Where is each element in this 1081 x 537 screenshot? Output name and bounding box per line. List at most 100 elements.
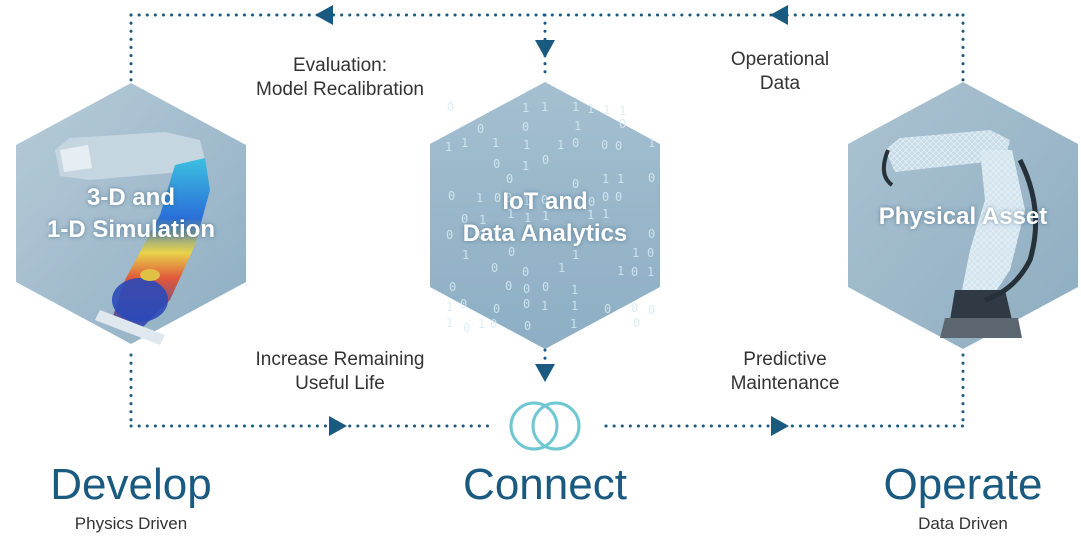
stage-title-connect: Connect — [463, 460, 627, 509]
binary-digit: 0 — [631, 301, 638, 315]
binary-digit: 0 — [542, 280, 549, 294]
binary-digit: 1 — [619, 104, 626, 118]
binary-digit: 1 — [446, 316, 453, 330]
binary-digit: 0 — [619, 117, 626, 131]
binary-data-stream-image: 0100011101000110110010000011001011110000… — [445, 100, 655, 335]
binary-digit: 0 — [493, 157, 500, 171]
binary-digit: 0 — [541, 193, 548, 207]
binary-digit: 0 — [648, 171, 655, 185]
binary-digit: 0 — [615, 190, 622, 204]
arrow-left-icon — [770, 5, 788, 25]
binary-digit: 1 — [603, 103, 610, 117]
binary-digit: 0 — [523, 297, 530, 311]
binary-digit: 1 — [557, 138, 564, 152]
arrow-down-icon — [535, 364, 555, 382]
binary-digit: 0 — [615, 139, 622, 153]
arrow-left-icon — [315, 5, 333, 25]
binary-digit: 1 — [572, 100, 579, 114]
robot-arm-wireframe-image — [881, 130, 1039, 338]
binary-digit: 0 — [523, 282, 530, 296]
binary-digit: 1 — [446, 300, 453, 314]
binary-digit: 1 — [632, 246, 639, 260]
binary-digit: 0 — [572, 177, 579, 191]
binary-digit: 0 — [647, 246, 654, 260]
hexagon-title-physical-asset: Physical Asset — [878, 203, 1048, 230]
binary-digit: 1 — [587, 102, 594, 116]
binary-digit: 1 — [587, 208, 594, 222]
label-operational-data: Operational Data — [730, 49, 830, 94]
binary-digit: 0 — [493, 302, 500, 316]
binary-digit: 0 — [506, 172, 513, 186]
binary-digit: 1 — [541, 299, 548, 313]
binary-digit: 0 — [461, 212, 468, 226]
binary-digit: 1 — [522, 101, 529, 115]
hexagon-analytics: 0100011101000110110010000011001011110000… — [430, 82, 660, 349]
arrow-right-icon — [329, 416, 347, 436]
label-remaining-useful-life: Increase Remaining Useful Life — [255, 349, 425, 394]
binary-digit: 1 — [461, 136, 468, 150]
hexagon-title-simulation: 3-D and 1-D Simulation — [46, 184, 215, 243]
binary-digit: 0 — [446, 228, 453, 242]
binary-digit: 1 — [478, 317, 485, 331]
binary-digit: 1 — [574, 119, 581, 133]
binary-digit: 0 — [477, 122, 484, 136]
binary-digit: 1 — [571, 283, 578, 297]
binary-digit: 0 — [505, 279, 512, 293]
binary-digit: 1 — [493, 229, 500, 243]
binary-digit: 1 — [522, 159, 529, 173]
robot-arm-stress-simulation-image — [55, 132, 210, 345]
binary-digit: 1 — [479, 213, 486, 227]
binary-digit: 0 — [449, 280, 456, 294]
binary-digit: 1 — [571, 299, 578, 313]
binary-digit: 1 — [617, 264, 624, 278]
binary-digit: 1 — [524, 211, 531, 225]
binary-digit: 1 — [542, 209, 549, 223]
interlocking-rings-icon — [509, 401, 581, 451]
binary-digit: 1 — [523, 194, 530, 208]
binary-digit: 1 — [507, 207, 514, 221]
binary-digit: 0 — [447, 100, 454, 114]
binary-digit: 0 — [648, 303, 655, 317]
binary-digit: 0 — [505, 191, 512, 205]
binary-digit: 0 — [491, 261, 498, 275]
binary-digit: 1 — [541, 100, 548, 114]
binary-digit: 1 — [617, 172, 624, 186]
binary-digit: 0 — [460, 297, 467, 311]
binary-digit: 0 — [448, 189, 455, 203]
arrow-down-icon — [535, 40, 555, 58]
binary-digit: 0 — [478, 228, 485, 242]
stage-subtitle-develop: Physics Driven — [74, 514, 188, 533]
binary-digit: 1 — [602, 172, 609, 186]
binary-digit: 1 — [445, 140, 452, 154]
binary-digit: 0 — [631, 265, 638, 279]
binary-digit: 1 — [602, 207, 609, 221]
binary-digit: 1 — [647, 265, 654, 279]
binary-digit: 0 — [602, 190, 609, 204]
stage-title-operate: Operate — [883, 460, 1043, 509]
binary-digit: 1 — [572, 248, 579, 262]
binary-digit: 1 — [558, 261, 565, 275]
binary-digit: 1 — [462, 248, 469, 262]
binary-digit: 1 — [508, 227, 515, 241]
binary-digit: 0 — [508, 245, 515, 259]
binary-digit: 1 — [570, 317, 577, 331]
binary-digit: 0 — [463, 321, 470, 335]
arrow-right-icon — [771, 416, 789, 436]
stage-subtitle-operate: Data Driven — [918, 514, 1008, 533]
binary-digit: 1 — [523, 138, 530, 152]
binary-digit: 0 — [522, 265, 529, 279]
binary-digit: 0 — [542, 153, 549, 167]
binary-digit: 1 — [648, 136, 655, 150]
label-model-recalibration: Evaluation: Model Recalibration — [256, 55, 424, 100]
binary-digit: 0 — [648, 227, 655, 241]
binary-digit: 0 — [522, 120, 529, 134]
stage-title-develop: Develop — [50, 460, 212, 509]
binary-digit: 0 — [604, 302, 611, 316]
binary-digit: 0 — [572, 136, 579, 150]
binary-digit: 0 — [633, 316, 640, 330]
binary-digit: 0 — [601, 138, 608, 152]
binary-digit: 1 — [476, 191, 483, 205]
binary-digit: 0 — [494, 191, 501, 205]
